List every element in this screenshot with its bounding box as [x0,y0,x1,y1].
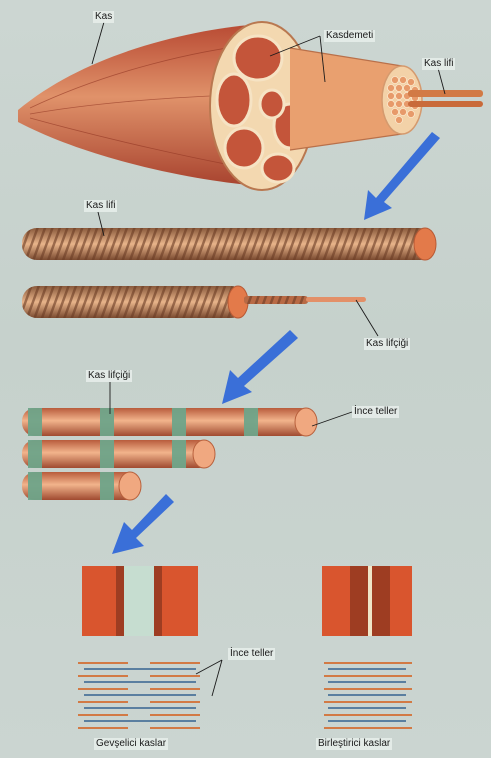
sarcomere-relaxed [82,566,198,636]
myofibril-2 [22,440,215,468]
fascicle [234,36,282,80]
label-kas-lifcigi-fiber: Kas lifçiği [364,338,410,350]
filaments-contracted [324,663,412,728]
myofibril-3 [22,472,141,500]
filament-leader-lines [196,660,222,696]
label-birlestirici-kaslar: Birleştirici kaslar [316,738,392,750]
label-kas-lifcigi: Kas lifçiği [86,370,132,382]
label-kas-lifi: Kas lifi [84,200,117,212]
muscle-fiber-2 [22,286,366,318]
fascicle [262,154,294,182]
fascicle [217,74,251,126]
label-ince-teller-filament: İnce teller [228,648,275,660]
label-kasdemeti: Kasdemeti [324,30,375,42]
fascicle [260,90,284,118]
fascicle [225,128,263,168]
myofibril-1 [22,408,317,436]
sarcomere-contracted [322,566,412,636]
arrow-down-3 [112,494,174,554]
fascicle-extension [290,48,422,150]
label-ince-teller-fibril: İnce teller [352,406,399,418]
muscle-fiber-1 [22,228,436,260]
label-kas-lifi-top: Kas lifi [422,58,455,70]
label-kas: Kas [93,11,114,23]
label-gevselici-kaslar: Gevşelici kaslar [94,738,168,750]
arrow-down-1 [364,132,440,220]
arrow-down-2 [222,330,298,404]
filaments-relaxed [78,663,200,728]
